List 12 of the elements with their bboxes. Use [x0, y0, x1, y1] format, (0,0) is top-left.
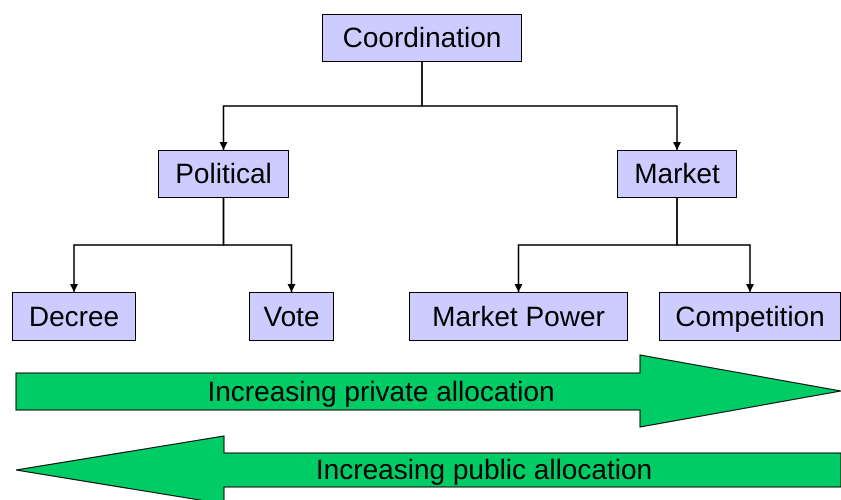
category-box: Market [617, 150, 737, 198]
connector-arrow [421, 62, 681, 150]
category-box: Coordination [322, 14, 522, 62]
category-box: Vote [249, 292, 334, 341]
arrow-label: Increasing public allocation [316, 454, 652, 486]
category-box: Decree [12, 292, 136, 341]
connector-arrow [676, 198, 754, 292]
arrow-label: Increasing private allocation [207, 376, 555, 408]
connector-arrow [222, 198, 296, 292]
category-box: Market Power [409, 292, 628, 341]
category-box: Political [158, 150, 289, 198]
category-box: Competition [659, 292, 841, 341]
